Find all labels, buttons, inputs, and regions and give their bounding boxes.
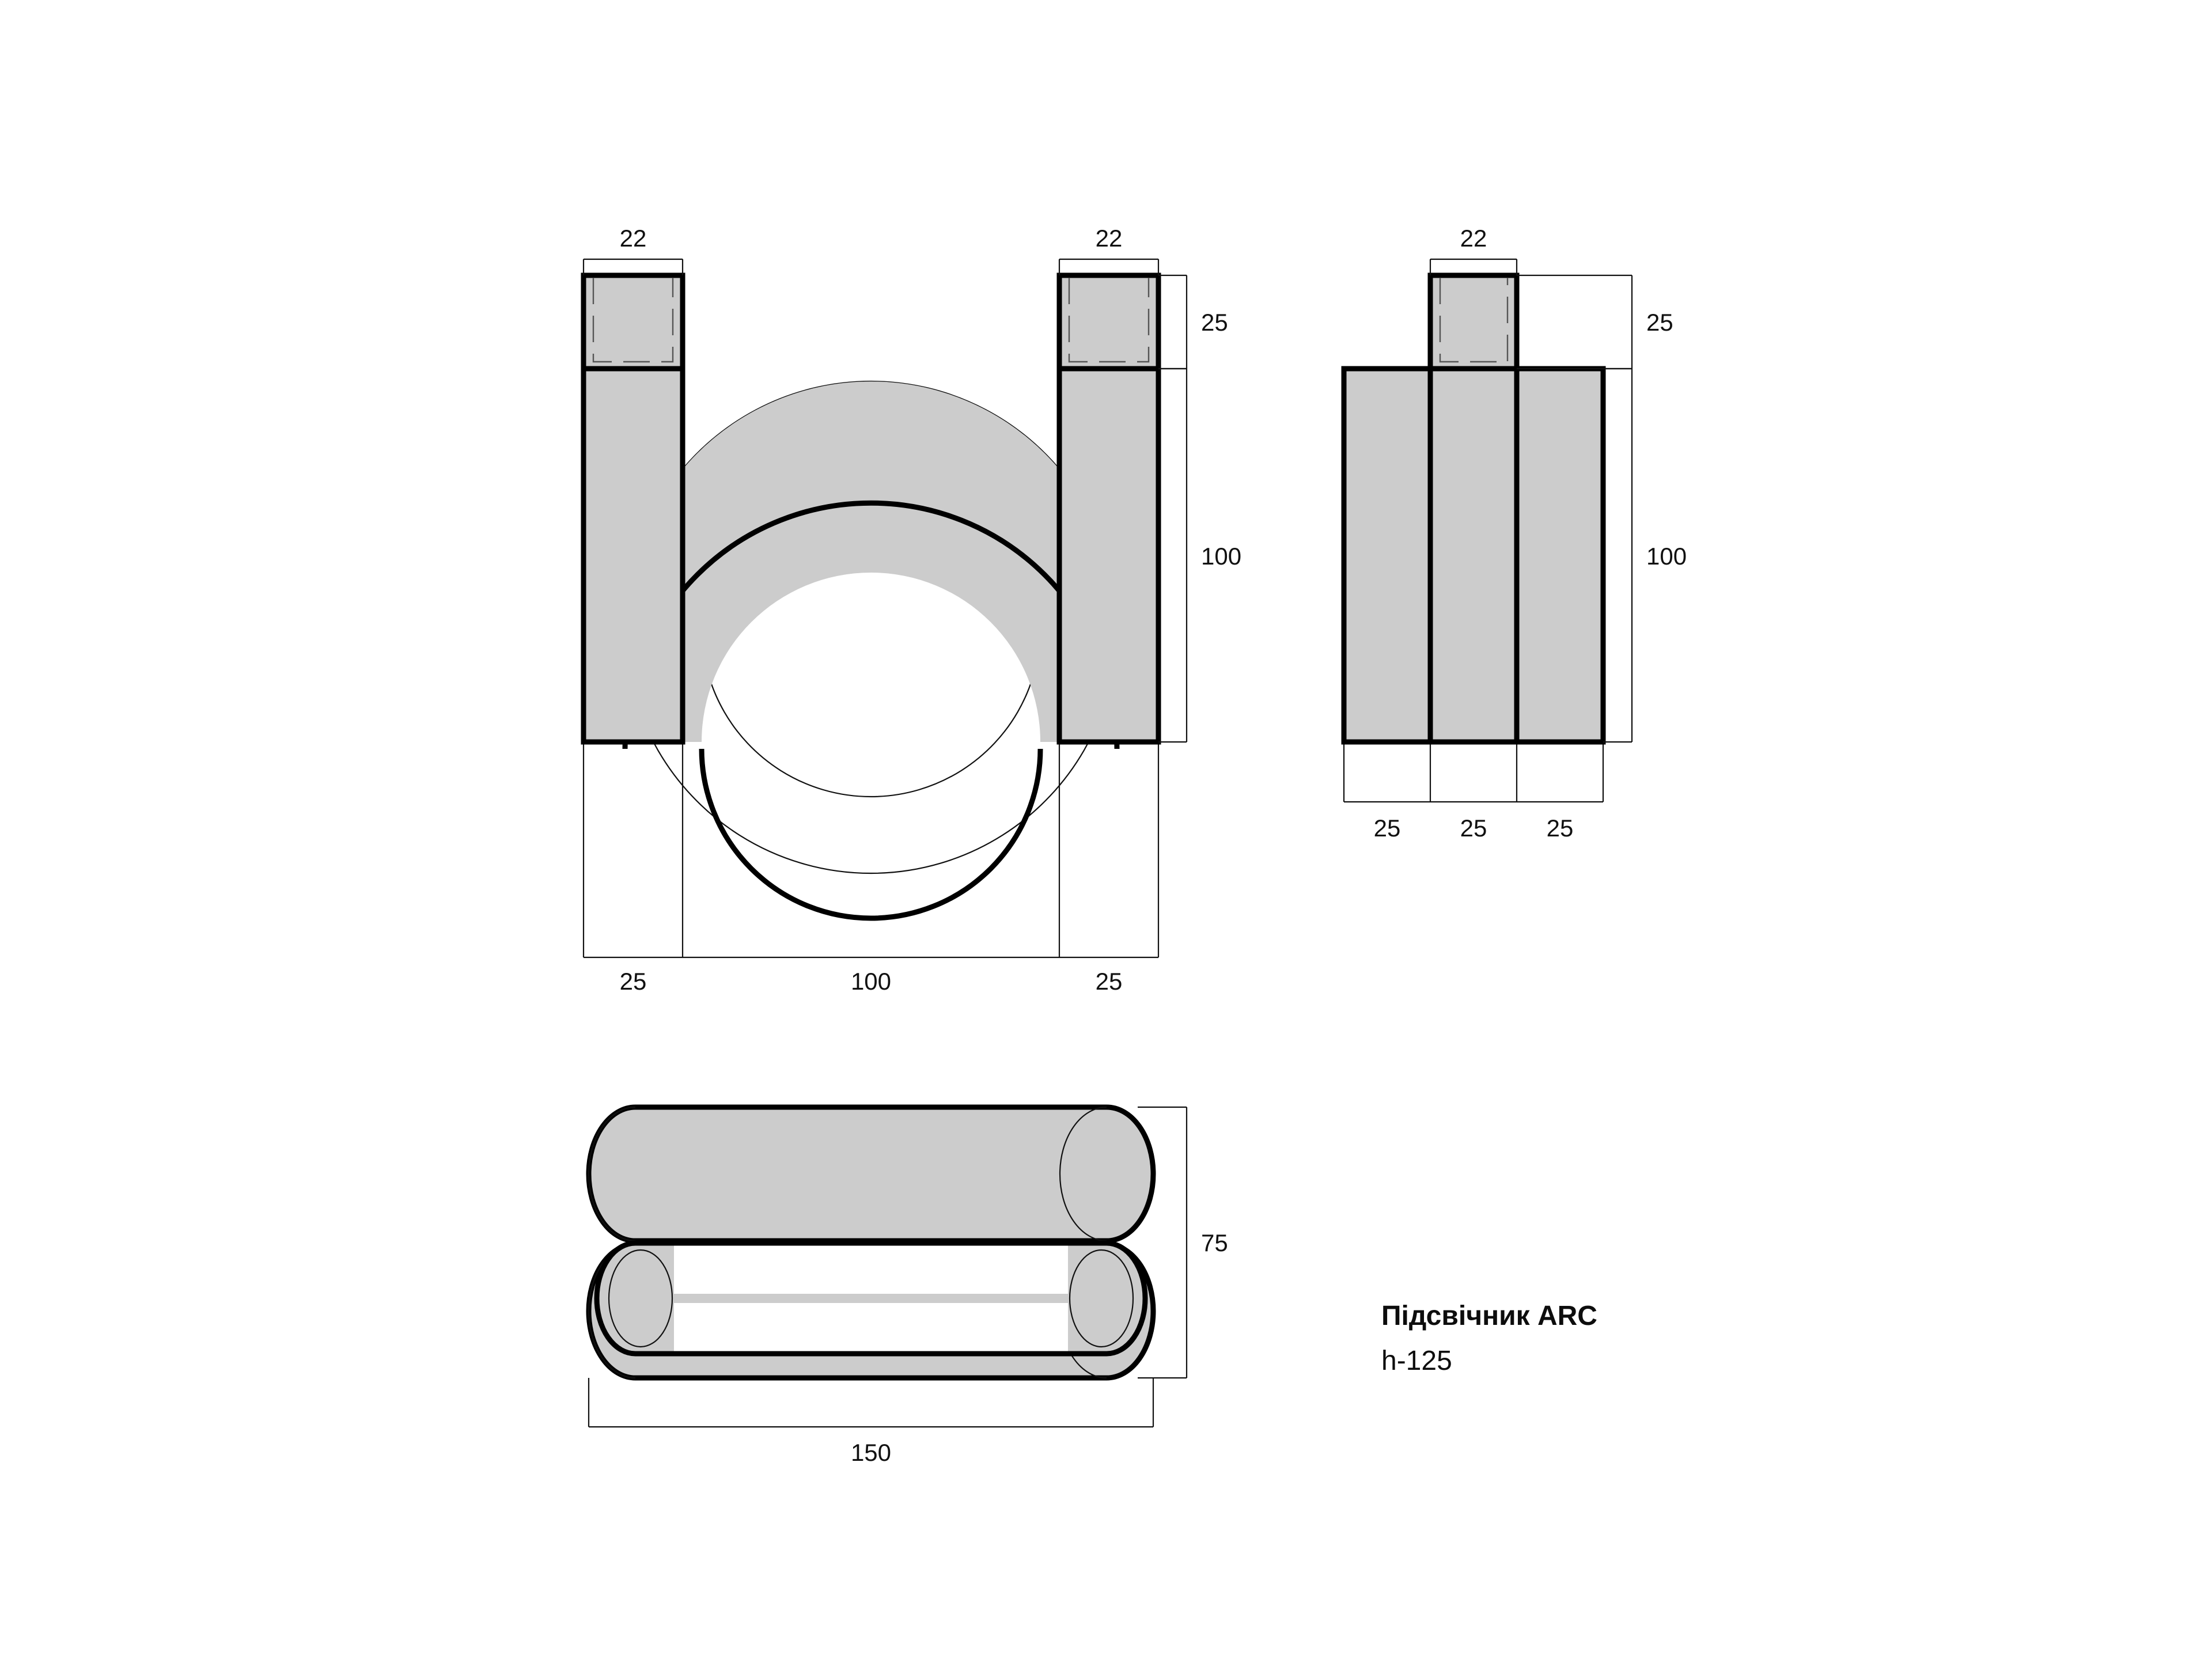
top-bar-upper [586,1104,1156,1244]
front-dim-22-right: 22 [1058,225,1160,275]
top-bar-upper-left-ellipse [588,1106,636,1242]
front-right-socket-hidden [1068,278,1150,363]
side-socket-block [1427,272,1520,372]
side-dim-22-label: 22 [1460,225,1487,252]
side-dim-22: 22 [1429,225,1518,275]
top-dim-150-label: 150 [851,1439,891,1466]
front-right-leg-fill-top [1062,278,1156,740]
top-gap-upper [674,1245,1068,1294]
front-dim-25-socket: 25 [1158,274,1228,370]
front-dim-100-span-label: 100 [851,968,891,995]
top-bar-upper-right-ellipse [1059,1106,1107,1242]
side-dim-25-c-label: 25 [1547,815,1574,842]
front-dim-22-right-label: 22 [1096,225,1123,252]
top-view-projection-lines [588,1106,1188,1428]
front-left-socket-hidden [592,278,674,363]
front-arch-inner-edge [699,748,1043,921]
title-block: Підсвічник ARC h-125 [1381,1301,1597,1376]
side-view-projection-lines [1343,742,1604,803]
side-dim-100-height: 100 [1603,368,1687,743]
side-socket-hidden [1439,278,1509,363]
front-dim-100-height-label: 100 [1201,543,1241,570]
top-gap-lower [674,1303,1068,1351]
top-bar-middle-left-circle-overlay [608,1249,673,1348]
side-dim-100-height-label: 100 [1646,543,1687,570]
product-name: Підсвічник ARC [1381,1301,1597,1331]
side-dim-25-socket-label: 25 [1646,309,1673,336]
front-arch-band-fill [625,381,1117,742]
top-view: 150 75 [586,1104,1228,1466]
front-dim-22-left-label: 22 [620,225,647,252]
top-bar-middle-right-circle-overlay [1069,1249,1134,1348]
top-dim-75-label: 75 [1201,1229,1228,1256]
front-dim-25-right-label: 25 [1096,968,1123,995]
front-dim-chain-bottom: 25 100 25 [620,968,1123,995]
front-dim-25-socket-label: 25 [1201,309,1228,336]
side-dim-25-b-label: 25 [1460,815,1487,842]
side-dim-chain-bottom: 25 25 25 [1374,815,1574,842]
side-dim-25-socket: 25 [1517,274,1673,370]
front-dim-100-height: 100 [1158,368,1241,743]
front-left-leg-fill-top [586,278,680,740]
side-dim-25-a-label: 25 [1374,815,1401,842]
side-body-block [1341,366,1606,745]
front-dim-22-left: 22 [582,225,684,275]
front-left-leg-outline [581,272,685,745]
side-view: 22 25 100 25 25 25 [1341,225,1687,842]
front-dim-25-left-label: 25 [620,968,647,995]
product-height-spec: h-125 [1381,1346,1452,1376]
front-view-projection-lines [582,742,1160,959]
front-view: 22 22 25 100 25 100 25 [581,225,1241,995]
